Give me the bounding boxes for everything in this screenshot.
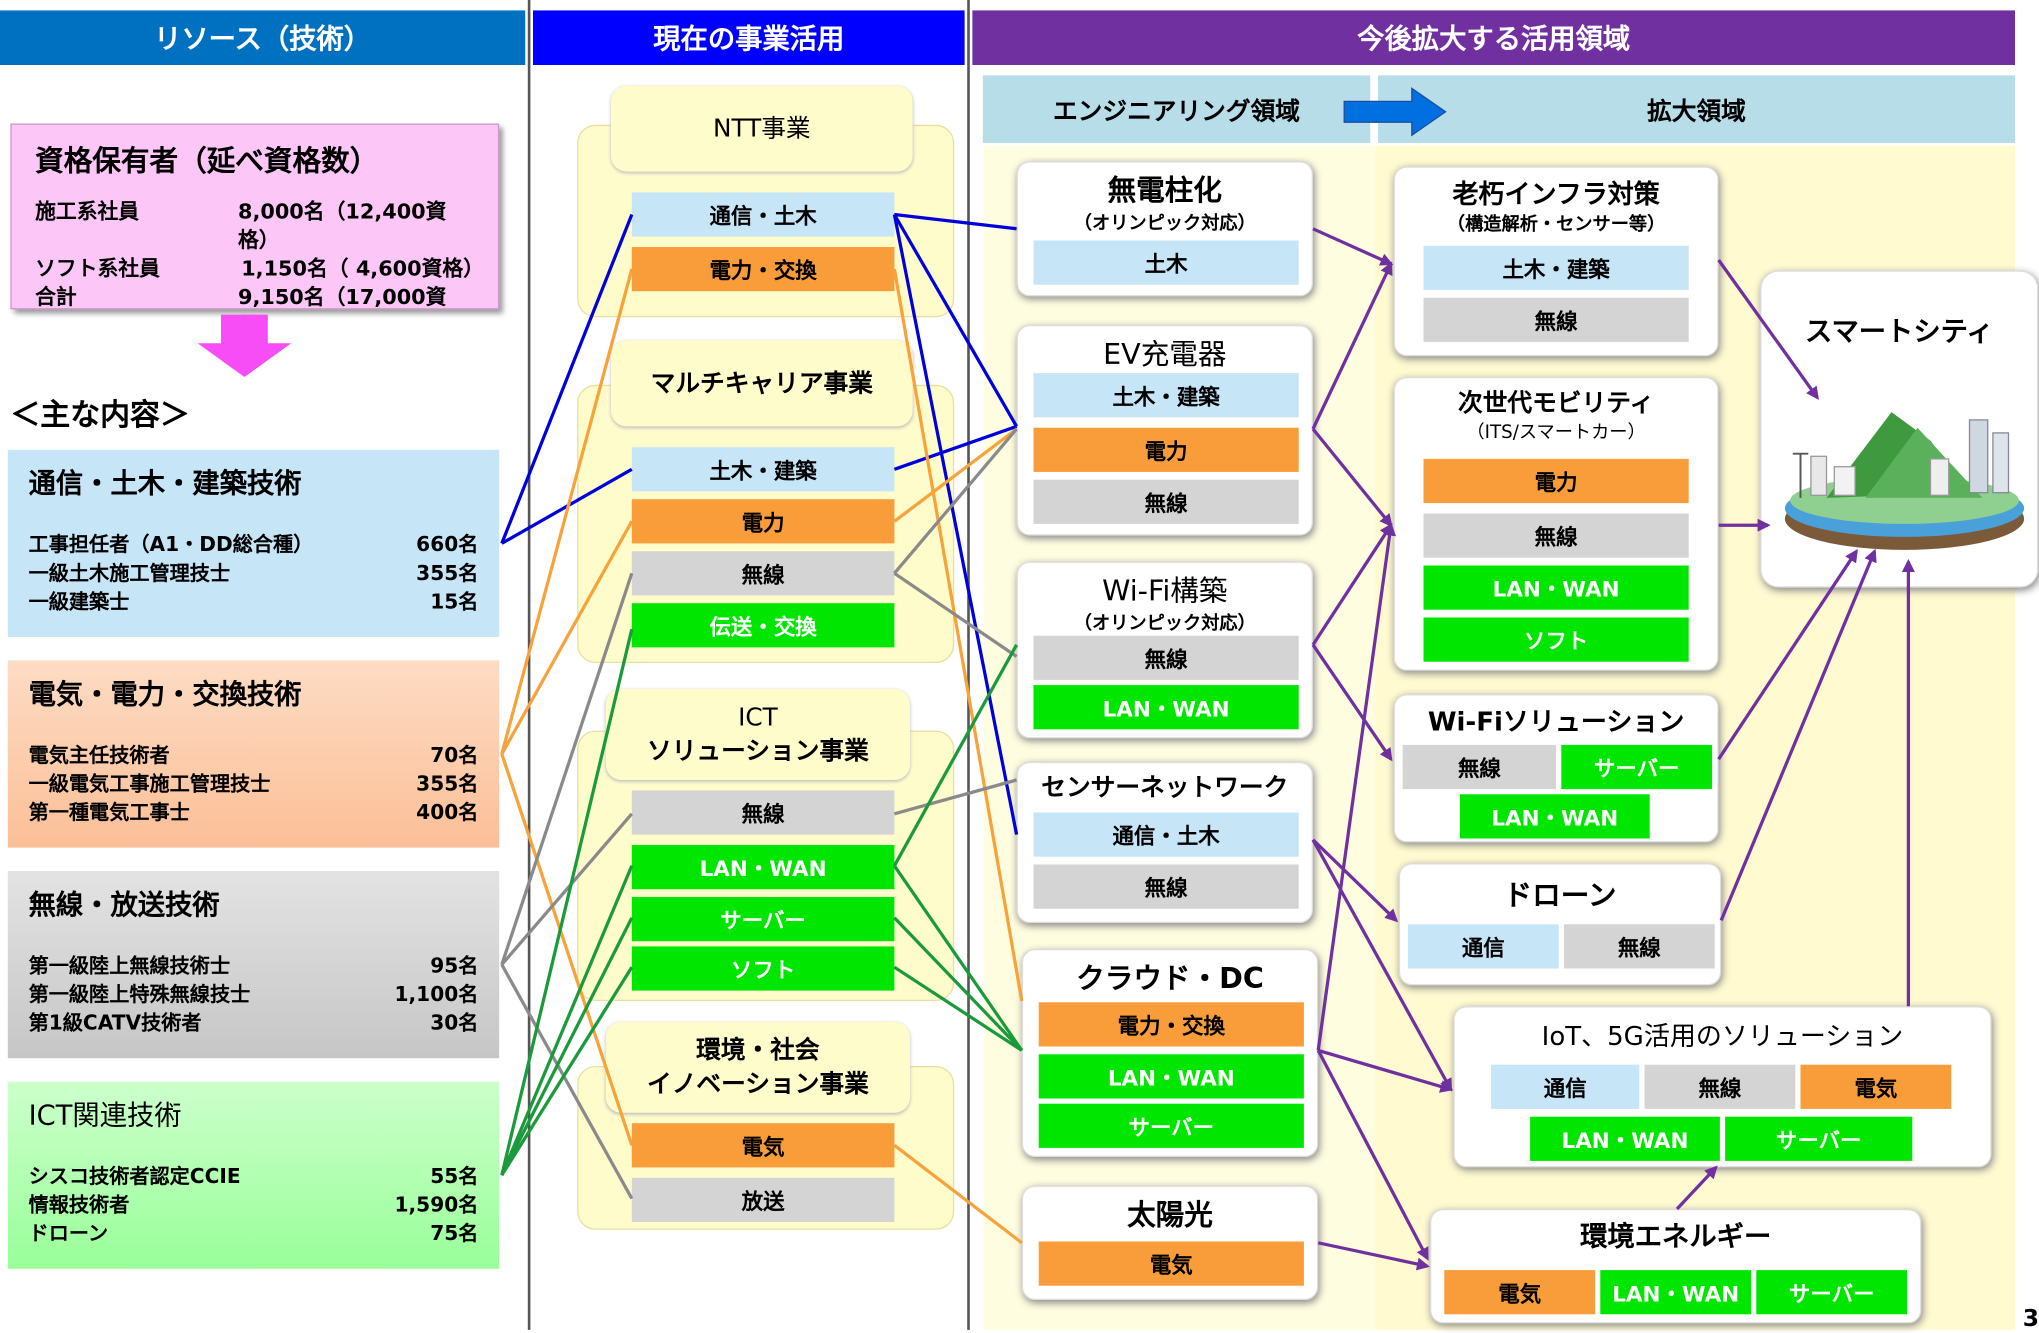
tag-power-switching: 電力・交換	[631, 246, 895, 292]
card-iot-5g: IoT、5G活用のソリューション 通信 無線 電気 LAN・WAN サーバー	[1453, 1006, 1992, 1168]
tag-lan-wan: LAN・WAN	[631, 844, 895, 890]
subheader-expansion: 拡大領域	[1378, 75, 2015, 143]
column-divider-2	[967, 0, 970, 1330]
tag-wireless: 無線	[631, 790, 895, 835]
header-resources: リソース（技術）	[0, 10, 526, 65]
skill-box-telecom-civil: 通信・土木・建築技術 工事担任者（A1・DD総合種）660名 一級土木施工管理技…	[7, 449, 500, 637]
subheader-engineering: エンジニアリング領域	[982, 75, 1371, 143]
card-wifi-solution: Wi-Fiソリューション 無線 サーバー LAN・WAN	[1393, 694, 1719, 843]
arrow-down-icon	[197, 314, 292, 377]
arrow-right-icon	[1343, 87, 1447, 137]
card-ev-charger: EV充電器 土木・建築 電力 無線	[1016, 325, 1313, 536]
tag-transmission: 伝送・交換	[631, 603, 895, 648]
tag-telecom-civil: 通信・土木	[631, 192, 895, 237]
card-drone: ドローン 通信 無線	[1398, 863, 1722, 986]
card-wifi-build: Wi-Fi構築 （オリンピック対応） 無線 LAN・WAN	[1016, 561, 1313, 739]
tag-software: ソフト	[631, 946, 895, 991]
main-contents-label: ＜主な内容＞	[10, 399, 190, 433]
card-sensor-network: センサーネットワーク 通信・土木 無線	[1016, 761, 1313, 923]
card-solar: 太陽光 電気	[1021, 1185, 1319, 1300]
city-illustration-icon	[1784, 412, 2025, 550]
card-environment-energy: 環境エネルギー 電気 LAN・WAN サーバー	[1430, 1209, 1922, 1324]
business-label-ntt: NTT事業	[611, 85, 913, 172]
tag-civil-architecture: 土木・建築	[631, 447, 895, 492]
tag-electric: 電気	[631, 1123, 895, 1168]
business-label-environment: 環境・社会イノベーション事業	[605, 1021, 910, 1113]
page-number: 3	[2022, 1305, 2039, 1333]
business-label-multicarrier: マルチキャリア事業	[611, 340, 913, 427]
tag-wireless: 無線	[631, 551, 895, 596]
tag-server: サーバー	[631, 896, 895, 942]
header-future-areas: 今後拡大する活用領域	[972, 10, 2015, 65]
header-current-business: 現在の事業活用	[533, 10, 965, 65]
card-cloud-dc: クラウド・DC 電力・交換 LAN・WAN サーバー	[1021, 948, 1319, 1157]
tag-power: 電力	[631, 499, 895, 544]
card-aging-infrastructure: 老朽インフラ対策 （構造解析・センサー等） 土木・建築 無線	[1393, 166, 1719, 357]
qualification-title: 資格保有者（延べ資格数）	[35, 145, 379, 179]
tag-broadcast: 放送	[631, 1177, 895, 1222]
column-divider-1	[527, 0, 531, 1330]
card-undergrounding: 無電柱化 （オリンピック対応） 土木	[1016, 161, 1313, 297]
card-next-mobility: 次世代モビリティ （ITS/スマートカー） 電力 無線 LAN・WAN ソフト	[1393, 377, 1719, 671]
card-smart-city: スマートシティ	[1760, 270, 2039, 588]
